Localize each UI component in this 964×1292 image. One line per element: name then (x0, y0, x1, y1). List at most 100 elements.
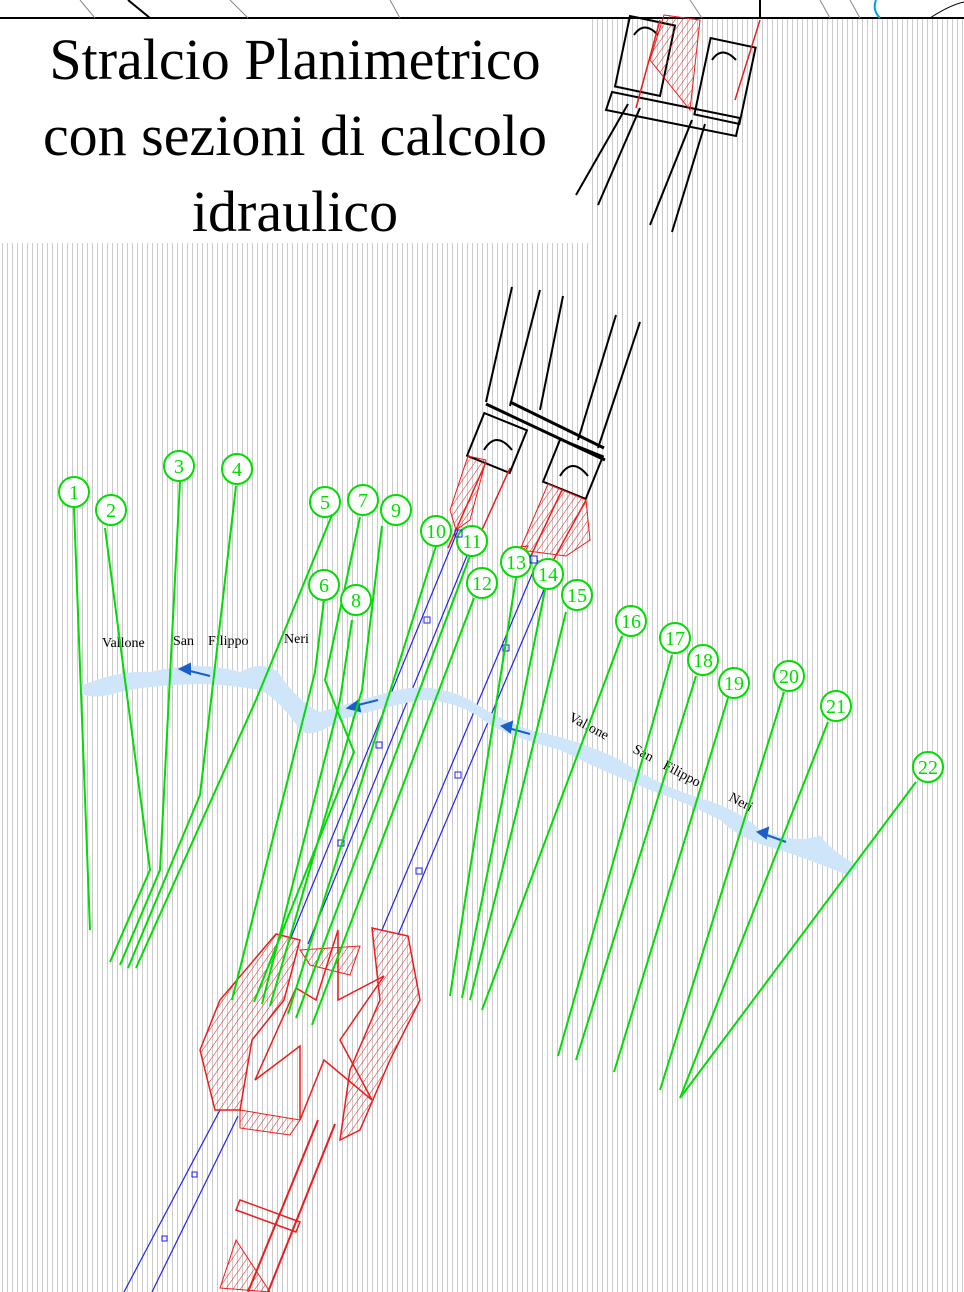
main-bridge-structure (465, 286, 641, 501)
section-circle (615, 605, 647, 637)
section-lines (73, 481, 917, 1099)
title-line-1: Stralcio Planimetrico (49, 27, 541, 92)
upper-red-embankment (635, 14, 761, 112)
section-circle (221, 453, 253, 485)
section-line-15 (469, 611, 567, 1001)
section-line-17 (557, 654, 673, 1057)
section-circle (309, 486, 341, 518)
top-border (0, 0, 964, 19)
section-detail-marks (454, 529, 538, 564)
section-marker-8: 8 (340, 584, 372, 616)
section-marker-21: 21 (820, 690, 852, 722)
section-marker-20: 20 (773, 660, 805, 692)
road-markers (161, 616, 510, 1242)
title-clear-area (0, 18, 590, 243)
section-number: 20 (779, 666, 799, 688)
section-line-8 (261, 619, 353, 1005)
flow-arrow-4 (755, 826, 770, 840)
section-number: 15 (567, 585, 587, 607)
section-marker-15: 15 (561, 579, 593, 611)
section-circle (420, 515, 452, 547)
section-circle (58, 476, 90, 508)
section-number: 4 (232, 459, 242, 481)
section-circle (500, 546, 532, 578)
section-circle (687, 644, 719, 676)
section-line-19 (613, 697, 729, 1073)
section-number: 22 (918, 757, 938, 779)
section-circle (95, 494, 127, 526)
section-marker-18: 18 (687, 644, 719, 676)
river-label-upper-3: Filippo (208, 634, 248, 649)
section-marker-22: 22 (912, 751, 944, 783)
drawing-title: Stralcio Planimetrico con sezioni di cal… (0, 22, 590, 250)
section-marker-10: 10 (420, 515, 452, 547)
lower-junction (199, 927, 421, 1292)
section-number: 9 (391, 500, 401, 522)
section-marker-6: 6 (308, 569, 340, 601)
section-number: 1 (69, 482, 79, 504)
section-number: 7 (358, 490, 368, 512)
section-marker-11: 11 (456, 525, 488, 557)
upper-bridge-structure (575, 14, 757, 233)
river-label-upper-4: Neri (284, 632, 309, 647)
section-line-4 (127, 485, 237, 969)
section-circle (308, 569, 340, 601)
section-line-16 (481, 635, 623, 1011)
section-marker-16: 16 (615, 605, 647, 637)
section-line-3 (119, 481, 181, 966)
river-label-upper-2: San (173, 634, 194, 649)
section-number: 8 (351, 590, 361, 612)
river (80, 666, 858, 876)
section-line-2 (104, 527, 152, 963)
section-number: 14 (538, 564, 558, 586)
section-line-18 (575, 675, 697, 1061)
section-circle (466, 567, 498, 599)
section-circle (456, 525, 488, 557)
section-circle (820, 690, 852, 722)
section-line-21 (679, 721, 829, 1099)
title-line-3: idraulico (191, 179, 399, 244)
section-marker-19: 19 (718, 667, 750, 699)
section-line-6 (231, 599, 325, 1001)
section-marker-9: 9 (380, 494, 412, 526)
section-number: 21 (826, 696, 846, 718)
title-line-2: con sezioni di calcolo (42, 103, 548, 168)
section-line-13 (449, 577, 517, 997)
section-line-14 (461, 589, 546, 999)
section-circle (773, 660, 805, 692)
flow-arrow-1 (177, 662, 191, 676)
road-corridor (123, 461, 587, 1292)
section-number: 18 (693, 650, 713, 672)
section-line-12 (311, 597, 475, 1026)
section-line-22 (679, 781, 917, 1099)
section-line-9 (269, 525, 383, 1007)
section-circle (718, 667, 750, 699)
river-label-upper-1: Vallone (102, 636, 145, 651)
section-line-10 (287, 545, 437, 1015)
section-circle (912, 751, 944, 783)
section-number: 19 (724, 673, 744, 695)
section-number: 13 (506, 552, 526, 574)
section-circle (532, 558, 564, 590)
section-marker-14: 14 (532, 558, 564, 590)
section-circle (659, 622, 691, 654)
section-number: 2 (106, 500, 116, 522)
section-number: 11 (462, 531, 481, 553)
section-number: 3 (174, 456, 184, 478)
section-number: 12 (472, 573, 492, 595)
section-marker-13: 13 (500, 546, 532, 578)
section-line-1 (73, 507, 91, 931)
section-marker-1: 1 (58, 476, 90, 508)
section-line-20 (659, 691, 785, 1091)
top-blue-curve (873, 0, 881, 19)
section-circle (380, 494, 412, 526)
section-marker-12: 12 (466, 567, 498, 599)
section-marker-2: 2 (95, 494, 127, 526)
section-marker-3: 3 (163, 450, 195, 482)
section-marker-7: 7 (347, 484, 379, 516)
section-marker-5: 5 (309, 486, 341, 518)
section-line-11 (295, 555, 471, 1019)
flow-arrow-3 (499, 720, 514, 734)
